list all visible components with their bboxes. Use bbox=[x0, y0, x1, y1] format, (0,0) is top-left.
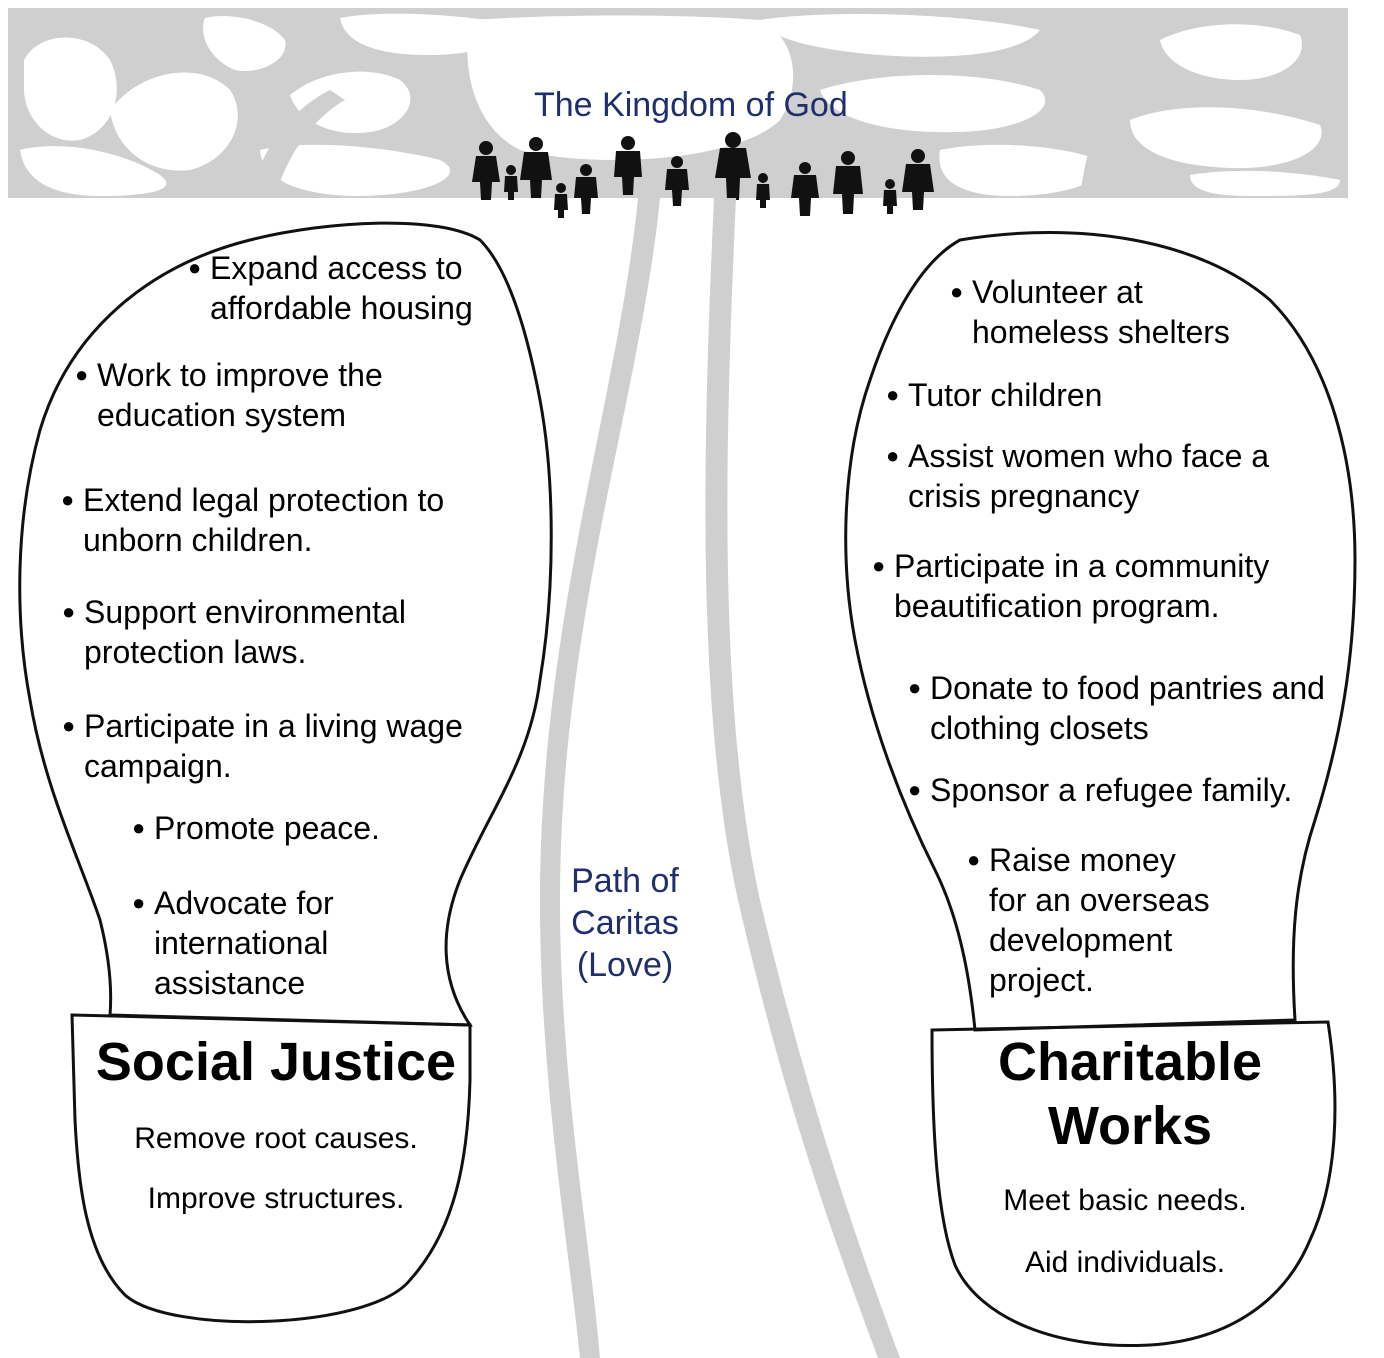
bullet-icon: ● bbox=[61, 487, 75, 512]
path-stripes bbox=[540, 198, 900, 1358]
bullet-icon: ● bbox=[967, 847, 981, 872]
list-item: ● Participate in a community beautificat… bbox=[872, 548, 1270, 624]
list-item: ● Expand access to affordable housing bbox=[188, 250, 473, 326]
list-item: ● Sponsor a refugee family. bbox=[908, 772, 1293, 808]
left-footprint-outline bbox=[18, 221, 553, 1324]
list-item: ● Support environmental protection laws. bbox=[62, 594, 406, 670]
list-item: ● Assist women who face a crisis pregnan… bbox=[886, 438, 1270, 514]
right-footprint-outline bbox=[844, 231, 1357, 1348]
bullet-icon: ● bbox=[188, 255, 202, 280]
bullet-icon: ● bbox=[950, 279, 964, 304]
right-subtitle-1: Meet basic needs. bbox=[1003, 1184, 1247, 1217]
list-item: ● Advocate for international assistance bbox=[132, 885, 334, 1001]
list-item: ● Promote peace. bbox=[132, 810, 380, 846]
bullet-icon: ● bbox=[62, 713, 76, 738]
family-figures-icon bbox=[472, 132, 934, 218]
social-justice-heading: Social Justice bbox=[95, 1032, 457, 1092]
left-subtitle-1: Remove root causes. bbox=[134, 1122, 418, 1155]
bullet-icon: ● bbox=[872, 553, 886, 578]
tree-silhouette-icon bbox=[8, 8, 1348, 198]
list-item: ● Work to improve the education system bbox=[75, 357, 383, 433]
bullet-icon: ● bbox=[886, 443, 900, 468]
bullet-icon: ● bbox=[886, 382, 900, 407]
bullet-icon: ● bbox=[908, 777, 922, 802]
bullet-icon: ● bbox=[75, 362, 89, 387]
list-item: ● Extend legal protection to unborn chil… bbox=[61, 482, 445, 558]
path-label: Path of Caritas (Love) bbox=[571, 862, 679, 984]
list-item: ● Tutor children bbox=[886, 377, 1103, 413]
list-item: ● Raise money for an overseas developmen… bbox=[967, 842, 1210, 998]
charitable-works-heading: Charitable Works bbox=[997, 1032, 1263, 1156]
bullet-icon: ● bbox=[908, 675, 922, 700]
bullet-icon: ● bbox=[62, 599, 76, 624]
list-item: ● Volunteer at homeless shelters bbox=[950, 274, 1230, 350]
right-subtitle-2: Aid individuals. bbox=[1024, 1246, 1226, 1279]
bullet-icon: ● bbox=[132, 815, 146, 840]
bullet-icon: ● bbox=[132, 890, 146, 915]
page-title: The Kingdom of God bbox=[534, 86, 848, 124]
list-item: ● Donate to food pantries and clothing c… bbox=[908, 670, 1325, 746]
list-item: ● Participate in a living wage campaign. bbox=[62, 708, 463, 784]
left-subtitle-2: Improve structures. bbox=[147, 1182, 405, 1215]
